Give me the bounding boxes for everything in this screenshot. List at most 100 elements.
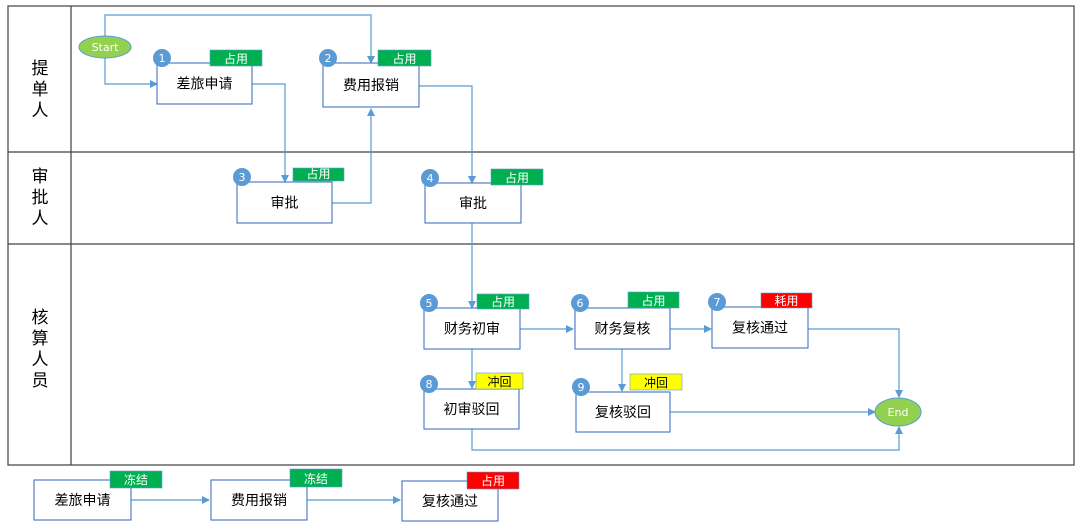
node-label: 审批 bbox=[271, 196, 299, 212]
edge-start-2 bbox=[104, 14, 375, 64]
status-tag-label: 占用 bbox=[491, 294, 515, 309]
status-tag-label: 占用 bbox=[481, 473, 505, 488]
node-label: 复核通过 bbox=[732, 320, 788, 337]
edge-start-1 bbox=[104, 57, 158, 88]
node-label: 复核驳回 bbox=[595, 404, 651, 421]
step-number: 9 bbox=[578, 381, 585, 394]
node-label: 财务复核 bbox=[595, 321, 651, 338]
process-node-5[interactable]: 财务初审 占用 5 bbox=[420, 293, 530, 350]
status-tag-label: 占用 bbox=[392, 51, 416, 66]
node-box bbox=[711, 306, 809, 349]
lane-label-char: 人 bbox=[32, 350, 49, 370]
step-number-badge bbox=[420, 294, 438, 312]
edge-1-3 bbox=[252, 83, 289, 183]
node-label: 复核通过 bbox=[422, 493, 478, 510]
node-box bbox=[423, 307, 521, 350]
edge-2-4 bbox=[419, 85, 476, 184]
status-tag-label: 占用 bbox=[505, 170, 529, 185]
lane-label-char: 人 bbox=[32, 101, 49, 121]
legend-node-2: 费用报销 冻结 bbox=[210, 468, 343, 521]
status-tag bbox=[490, 168, 544, 186]
lane-label-char: 人 bbox=[32, 209, 49, 229]
process-node-6[interactable]: 财务复核 占用 6 bbox=[571, 291, 680, 350]
lane-label-char: 单 bbox=[32, 80, 49, 100]
node-box bbox=[322, 62, 420, 108]
step-number: 8 bbox=[426, 378, 433, 391]
status-tag bbox=[760, 292, 813, 309]
step-number: 1 bbox=[159, 52, 166, 65]
node-box bbox=[423, 388, 520, 430]
end-terminal[interactable]: End bbox=[874, 397, 922, 427]
node-label: 费用报销 bbox=[231, 493, 287, 509]
status-tag bbox=[289, 468, 343, 488]
step-number: 5 bbox=[426, 297, 433, 310]
node-box bbox=[156, 62, 253, 105]
process-node-8[interactable]: 初审驳回 冲回 8 bbox=[420, 372, 524, 430]
step-number-badge bbox=[708, 293, 726, 311]
status-tag bbox=[292, 167, 345, 182]
node-box bbox=[424, 182, 522, 224]
status-tag-label: 冲回 bbox=[487, 374, 511, 389]
step-number-badge bbox=[420, 375, 438, 393]
status-tag bbox=[377, 49, 432, 67]
status-tag-label: 冻结 bbox=[304, 471, 328, 486]
node-label: 初审驳回 bbox=[444, 401, 500, 418]
status-tag-label: 冻结 bbox=[124, 472, 148, 487]
process-node-4[interactable]: 审批 占用 4 bbox=[421, 168, 544, 224]
step-number-badge bbox=[233, 168, 251, 186]
lane-approver: 审 批 人 bbox=[32, 167, 49, 229]
node-label: 费用报销 bbox=[343, 78, 399, 94]
node-label: 差旅申请 bbox=[55, 493, 111, 509]
status-tag-label: 耗用 bbox=[774, 294, 798, 308]
node-label: 财务初审 bbox=[444, 321, 500, 338]
edge-8-end bbox=[471, 426, 903, 451]
start-terminal[interactable]: Start bbox=[78, 35, 132, 59]
status-tag bbox=[209, 49, 263, 67]
status-tag bbox=[109, 470, 163, 489]
step-number-badge bbox=[421, 169, 439, 187]
edge-3-2 bbox=[332, 108, 375, 204]
status-tag-label: 占用 bbox=[641, 293, 665, 308]
node-box bbox=[575, 391, 671, 433]
status-tag-label: 占用 bbox=[224, 51, 248, 66]
node-label: 审批 bbox=[459, 196, 487, 212]
step-number-badge bbox=[572, 378, 590, 396]
step-number-badge bbox=[319, 49, 337, 67]
step-number-badge bbox=[153, 49, 171, 67]
step-number: 3 bbox=[239, 171, 246, 184]
process-node-7[interactable]: 复核通过 耗用 7 bbox=[708, 292, 813, 349]
edge-7-end bbox=[808, 328, 903, 398]
status-tag bbox=[475, 372, 524, 390]
step-number: 7 bbox=[714, 296, 721, 309]
step-number: 2 bbox=[325, 52, 332, 65]
step-number: 4 bbox=[427, 172, 434, 185]
step-number-badge bbox=[571, 294, 589, 312]
status-tag bbox=[476, 293, 530, 310]
lane-label-char: 算 bbox=[32, 329, 49, 349]
status-tag-label: 冲回 bbox=[644, 375, 668, 390]
node-label: 差旅申请 bbox=[177, 77, 233, 93]
lane-label-char: 提 bbox=[32, 59, 49, 79]
lane-label-char: 核 bbox=[32, 308, 49, 328]
connectors bbox=[104, 14, 903, 451]
status-tag bbox=[629, 373, 683, 391]
process-node-1[interactable]: 差旅申请 占用 1 bbox=[153, 49, 263, 105]
status-tag bbox=[466, 471, 520, 490]
process-node-2[interactable]: 费用报销 占用 2 bbox=[319, 49, 432, 108]
status-tag-label: 占用 bbox=[306, 166, 330, 181]
process-nodes: 差旅申请占用1费用报销占用2审批占用3审批占用4财务初审占用5财务复核占用6复核… bbox=[153, 49, 813, 433]
start-label: Start bbox=[92, 41, 120, 54]
node-box bbox=[236, 181, 333, 224]
step-number: 6 bbox=[577, 297, 584, 310]
lane-label-char: 批 bbox=[32, 188, 49, 208]
lane-accountant: 核 算 人 员 bbox=[32, 308, 49, 391]
lane-label-char: 员 bbox=[32, 371, 49, 391]
lane-label-char: 审 bbox=[32, 167, 49, 187]
lane-submitter: 提 单 人 bbox=[32, 59, 49, 121]
process-node-9[interactable]: 复核驳回 冲回 9 bbox=[572, 373, 683, 433]
